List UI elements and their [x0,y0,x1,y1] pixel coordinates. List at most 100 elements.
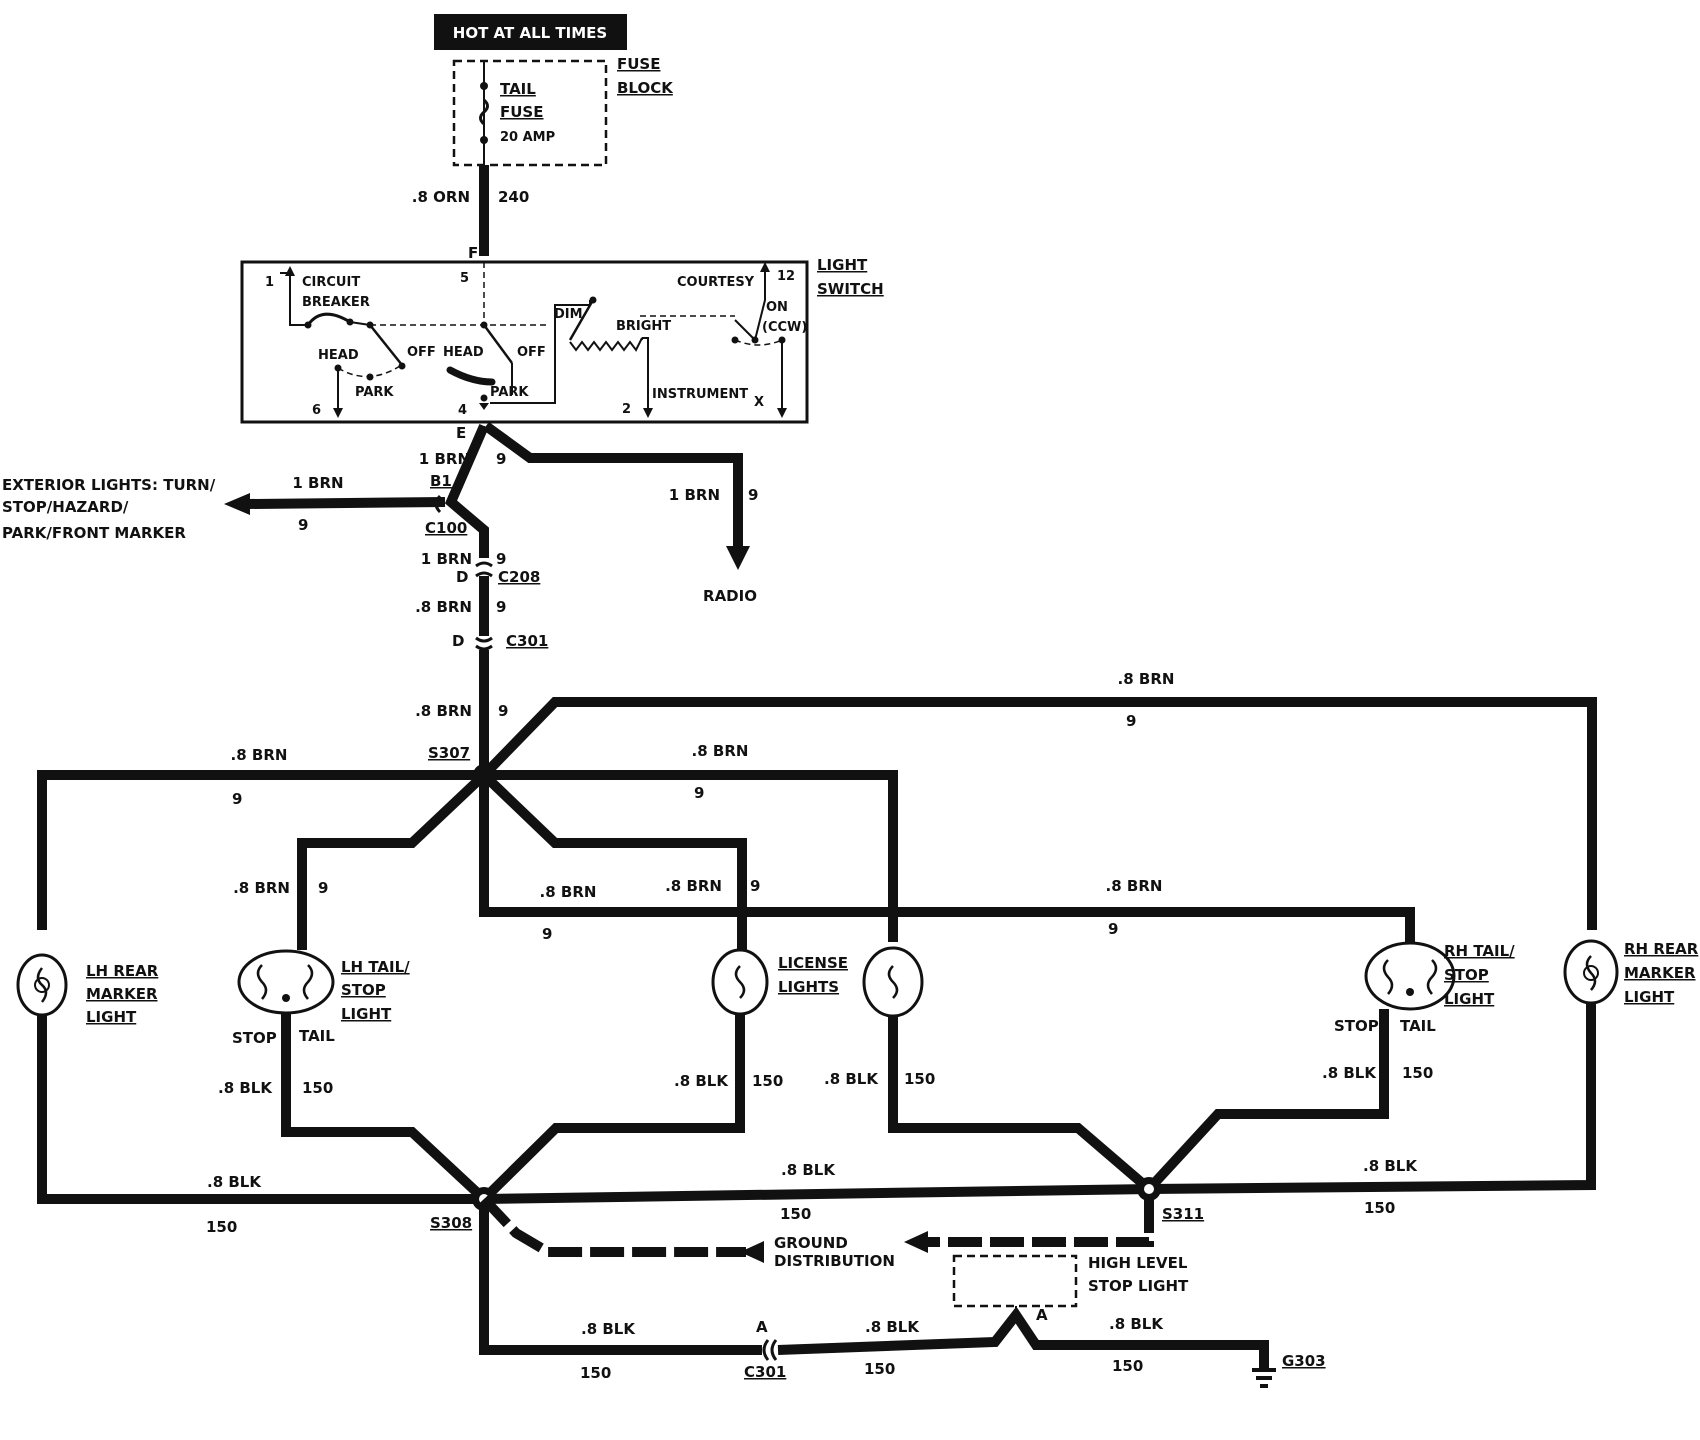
license-lamp [711,948,769,1016]
light-switch-label-2: SWITCH [817,280,884,298]
bottom3-gauge: .8 BLK [1109,1315,1164,1333]
fuse-label-2: FUSE [500,103,543,121]
ground-distribution-left-wire [480,1195,746,1257]
courtesy-lead [754,266,766,341]
lh-marker-feed-wire [37,770,484,930]
rh-tail-pin-label: TAIL [1400,1017,1436,1035]
rh-marker-label-3: LIGHT [1624,988,1675,1006]
hot-at-all-times-box [434,14,627,50]
lh-tail-label-2: STOP [341,981,386,999]
conn-c208: C208 [498,568,540,586]
lh-tail-feed-wire [297,771,488,950]
lh-marker-label-3: LIGHT [86,1008,137,1026]
w3-circuit: 9 [496,598,506,616]
fuse-terminal-top [480,82,488,90]
feed-wire-gauge: .8 ORN [412,188,470,206]
conn-c208-top-icon [475,561,493,568]
bottom-ground-wire-2 [777,1306,1269,1370]
center-blk-gauge: .8 BLK [781,1161,836,1179]
license-blk-circuit: 150 [752,1072,783,1090]
rh-tail-stop-lamp [1364,941,1456,1011]
pin-e: E [456,424,466,442]
radio-label: RADIO [703,587,757,605]
pin-x: X [754,395,764,410]
pin4-arrow-icon [479,403,489,410]
circuit-breaker-label-2: BREAKER [302,295,370,310]
switch2-contact-bar [446,366,496,386]
high-level-label-1: HIGH LEVEL [1088,1254,1188,1272]
conn-c301-lower-icon-2 [770,1339,778,1361]
center-lamp-ground-wire [888,1016,1153,1193]
switch1-blade [369,324,403,366]
rh-ground-circuit: 150 [1364,1199,1395,1217]
conn-c208-bottom-icon [475,571,493,578]
bright-label: BRIGHT [616,319,671,334]
courtesy-label: COURTESY [677,275,755,290]
splice-s311-center [1144,1184,1154,1194]
bottom1-gauge: .8 BLK [581,1320,636,1338]
rh-rear-marker-lamp [1563,939,1619,1005]
pin-1: 1 [265,275,274,290]
cb-lead [280,272,308,326]
dim-label: DIM [554,307,583,322]
fuse-element-icon [479,98,489,126]
ccw-label: (CCW) [762,320,807,335]
lh-tail-blk-circuit: 150 [302,1079,333,1097]
conn-c100-icon [434,494,442,514]
pin-d1: D [456,568,468,586]
lh-tail-blk-gauge: .8 BLK [218,1079,273,1097]
lh-ground-circuit: 150 [206,1218,237,1236]
ground-distribution-right-wire [926,1199,1154,1247]
rh-tail-blk-circuit: 150 [1402,1064,1433,1082]
lh-marker-label-1: LH REAR [86,962,159,980]
light-switch-label-1: LIGHT [817,256,868,274]
cb-arrow-icon [285,266,295,276]
rh-tail-label-3: LIGHT [1444,990,1495,1008]
rheostat-icon [569,337,643,352]
rh-marker-feed-wire [480,697,1597,930]
exterior-arrow-icon [224,493,250,515]
fuse-rating: 20 AMP [500,130,555,145]
license-circuit: 9 [750,877,760,895]
feed-pin-f: F [468,244,478,262]
w4-circuit: 9 [498,702,508,720]
lh-tail-ground-wire [281,1014,488,1203]
fuse-terminal-bottom [480,136,488,144]
rh-tail-ground-wire [1145,1009,1389,1193]
pin6-arrow-icon [333,408,343,418]
license-label-1: LICENSE [778,954,848,972]
mid-blk-gauge: .8 BLK [824,1070,879,1088]
w1-gauge: 1 BRN [419,450,470,468]
rh-tail-blk-gauge: .8 BLK [1322,1064,1377,1082]
switch1-park: PARK [355,385,394,400]
license-ground-wire [480,1015,745,1203]
center-lamp [862,946,924,1018]
ext-wire-gauge: 1 BRN [292,474,343,492]
ground-g303-label: G303 [1282,1352,1326,1370]
pin-2: 2 [622,402,631,417]
conn-c100: C100 [425,519,467,537]
pin-12: 12 [777,269,795,284]
high-level-stop-light-box [952,1254,1078,1308]
rh-tail-label-1: RH TAIL/ [1444,942,1515,960]
switch1-off: OFF [407,345,436,360]
pinx-arrow-icon [777,408,787,418]
high-level-label-2: STOP LIGHT [1088,1277,1189,1295]
radio-arrow-icon [726,546,750,570]
lh-tail-circuit: 9 [318,879,328,897]
switch1-off-contact [398,362,406,370]
mid-blk-circuit: 150 [904,1070,935,1088]
radio-wire [483,421,743,548]
switch1-park-contact [366,373,374,381]
rh-stop-label: STOP [1334,1017,1379,1035]
ground-distribution-label-2: DISTRIBUTION [774,1252,895,1270]
w2-circuit: 9 [496,550,506,568]
rh-ground-gauge: .8 BLK [1363,1157,1418,1175]
lh-marker-circuit: 9 [232,790,242,808]
conn-c301-bottom-icon [475,644,493,651]
ground-pin-a2: A [1036,1306,1048,1324]
hot-at-all-times-label: HOT AT ALL TIMES [453,24,607,42]
feed-wire-circuit: 240 [498,188,529,206]
bottom2-circuit: 150 [864,1360,895,1378]
